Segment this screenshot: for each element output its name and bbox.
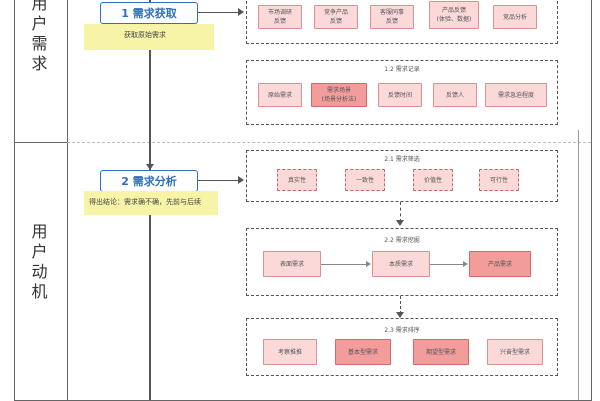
step-1-box[interactable]: 1 需求获取: [100, 2, 198, 24]
group-2-2: 2.2 需求挖掘 表面需求 本质需求 产品需求: [246, 228, 558, 296]
item-feedback-person: 反馈人: [433, 83, 477, 107]
lane-header-divider: [67, 0, 68, 400]
group-1-1: 市场调研 反馈 竞争产品 反馈 客服同事 反馈 产品反馈 (体验、数据) 竞品分…: [246, 0, 558, 44]
connector-step2: [198, 180, 240, 181]
group-2-1-title: 2.1 需求筛选: [384, 156, 420, 163]
item-value: 价值性: [413, 169, 453, 191]
item-basic-need: 基本型需求: [335, 339, 391, 365]
item-exciting-need: 兴奋型需求: [487, 339, 543, 365]
link-2-2-to-2-3-arrow: [396, 312, 404, 318]
connector-step1: [198, 12, 240, 13]
item-need-scenario: 需求场景 (场景分析法): [311, 83, 367, 107]
lane-label-user-motivation: 用户动机: [31, 222, 50, 301]
item-consistency: 一致性: [345, 169, 385, 191]
group-2-2-title: 2.2 需求挖掘: [384, 237, 420, 244]
step-2-note: 得出结论：需求确不确，先前与后续: [84, 191, 218, 215]
link-2-1-to-2-2: [400, 202, 401, 222]
item-service-feedback: 客服同事 反馈: [370, 5, 414, 29]
item-feasibility: 可行性: [479, 169, 519, 191]
item-feedback-time: 反馈时间: [378, 83, 422, 107]
spine-arrow-1: [146, 164, 154, 170]
item-consider-push: 考察推推: [263, 339, 317, 365]
group-2-3-title: 2.3 需求排序: [384, 327, 420, 334]
item-expected-need: 期望型需求: [413, 339, 469, 365]
flow-essential-to-product: [430, 264, 464, 265]
item-authenticity: 真实性: [277, 169, 317, 191]
group-2-3: 2.3 需求排序 考察推推 基本型需求 期望型需求 兴奋型需求: [246, 318, 558, 376]
flow-surface-to-essential: [321, 264, 367, 265]
item-surface-need: 表面需求: [263, 251, 321, 277]
connector-step2-arrow: [238, 176, 244, 184]
lane-label-user-needs: 用户需求: [31, 0, 50, 73]
group-2-1: 2.1 需求筛选 真实性 一致性 价值性 可行性: [246, 150, 558, 202]
item-urgency: 需求急迫程度: [485, 83, 547, 107]
item-product-feedback: 产品反馈 (体验、数据): [429, 1, 479, 29]
item-competitor-feedback: 竞争产品 反馈: [314, 5, 358, 29]
lane-separator-dashed: [67, 142, 591, 143]
flow-surface-to-essential-arrow: [366, 261, 371, 267]
item-essential-need: 本质需求: [372, 251, 430, 277]
item-competitor-analysis: 竞品分析: [493, 5, 537, 29]
item-product-need: 产品需求: [469, 251, 531, 277]
connector-step1-arrow: [238, 8, 244, 16]
link-2-1-to-2-2-arrow: [396, 220, 404, 226]
flow-essential-to-product-arrow: [463, 261, 468, 267]
item-market-research: 市场调研 反馈: [258, 5, 302, 29]
group-1-2: 1.2 需求记录 原始需求 需求场景 (场景分析法) 反馈时间 反馈人 需求急迫…: [246, 60, 558, 125]
step-2-box[interactable]: 2 需求分析: [100, 170, 198, 192]
step-1-note: 获取原始需求: [84, 24, 214, 50]
lane-separator: [14, 142, 67, 143]
link-2-2-to-2-3: [400, 296, 401, 314]
group-1-2-title: 1.2 需求记录: [384, 66, 420, 73]
item-original-need: 原始需求: [258, 83, 302, 107]
right-edge-line: [578, 130, 579, 400]
